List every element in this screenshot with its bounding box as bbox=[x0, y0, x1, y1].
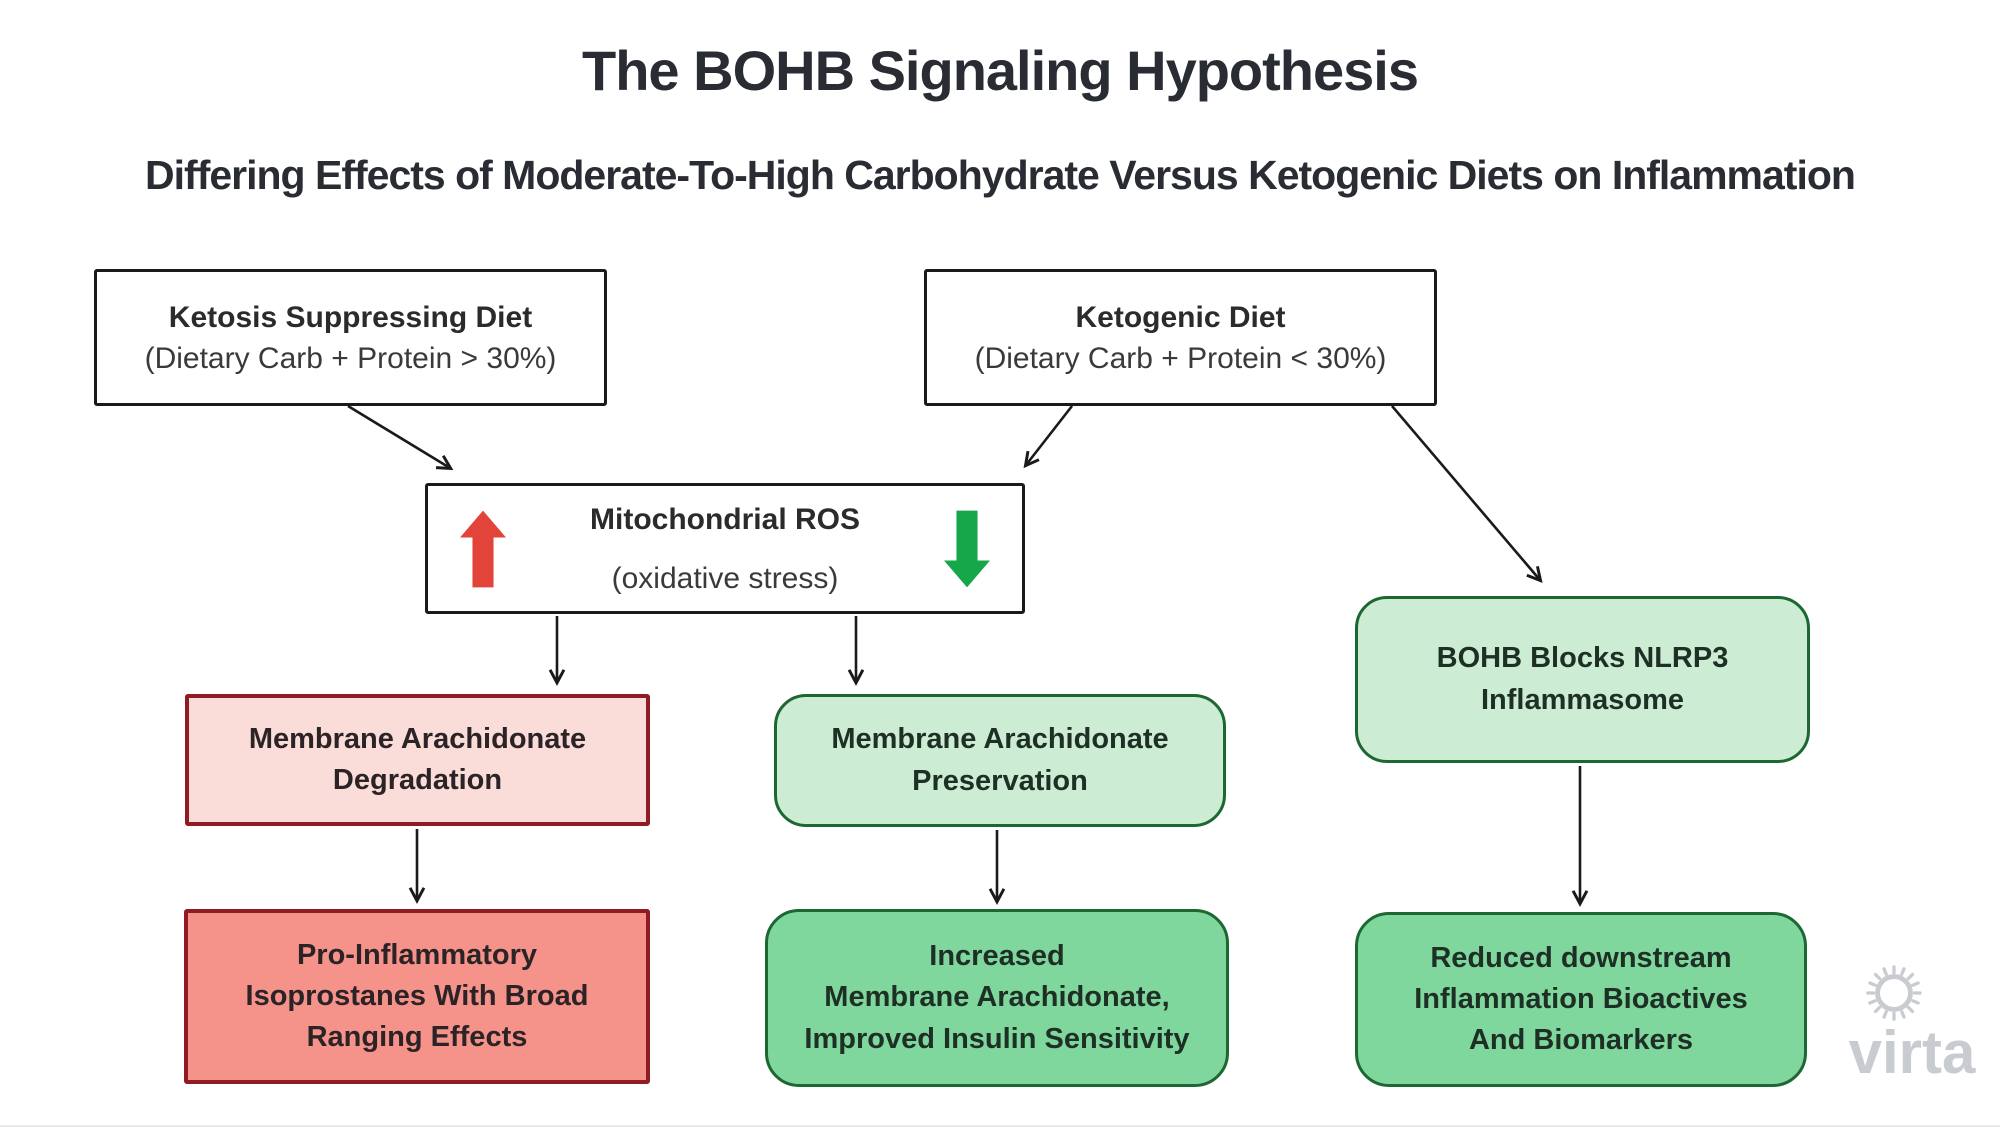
green-down-arrow-icon bbox=[944, 510, 990, 587]
virta-logo: virta bbox=[1832, 960, 1992, 1100]
ketogenic-diet-subtitle: (Dietary Carb + Protein < 30%) bbox=[974, 341, 1387, 375]
node-ketogenic-diet: Ketogenic Diet (Dietary Carb + Protein <… bbox=[924, 269, 1437, 406]
node-membrane-arachidonate-preservation: Membrane Arachidonate Preservation bbox=[774, 694, 1226, 827]
arrow-ketogenic-to-nlrp3 bbox=[1391, 405, 1543, 584]
virta-wordmark: virta bbox=[1848, 1019, 1976, 1086]
virta-sun-icon bbox=[1866, 965, 1922, 1021]
ketogenic-diet-title: Ketogenic Diet bbox=[1075, 300, 1286, 334]
node-bohb-blocks-nlrp3: BOHB Blocks NLRP3 Inflammasome bbox=[1355, 596, 1810, 763]
nlrp3-text: BOHB Blocks NLRP3 Inflammasome bbox=[1436, 642, 1729, 716]
page-title: The BOHB Signaling Hypothesis bbox=[582, 39, 1419, 102]
arrow-ketogenic-to-ros bbox=[1023, 405, 1074, 469]
reduced-text: Reduced downstream Inflammation Bioactiv… bbox=[1414, 941, 1748, 1057]
node-ketosis-suppressing-diet: Ketosis Suppressing Diet (Dietary Carb +… bbox=[94, 269, 607, 406]
increased-text: Increased Membrane Arachidonate, Improve… bbox=[804, 940, 1190, 1055]
red-up-arrow-icon bbox=[460, 510, 506, 587]
node-pro-inflammatory-isoprostanes: Pro-Inflammatory Isoprostanes With Broad… bbox=[184, 909, 650, 1084]
preservation-text: Membrane Arachidonate Preservation bbox=[831, 723, 1169, 797]
ketosis-diet-title: Ketosis Suppressing Diet bbox=[168, 300, 533, 334]
ketosis-diet-subtitle: (Dietary Carb + Protein > 30%) bbox=[144, 341, 557, 375]
degradation-text: Membrane Arachidonate Degradation bbox=[248, 722, 587, 796]
ros-subtitle: (oxidative stress) bbox=[611, 561, 839, 595]
page-subtitle: Differing Effects of Moderate-To-High Ca… bbox=[145, 152, 1856, 198]
node-increased-membrane-arachidonate: Increased Membrane Arachidonate, Improve… bbox=[765, 909, 1229, 1087]
node-mitochondrial-ros: Mitochondrial ROS (oxidative stress) bbox=[425, 483, 1025, 614]
ros-title: Mitochondrial ROS bbox=[590, 502, 860, 536]
ros-text-block: Mitochondrial ROS (oxidative stress) bbox=[590, 482, 860, 616]
node-membrane-arachidonate-degradation: Membrane Arachidonate Degradation bbox=[185, 694, 650, 826]
node-reduced-downstream-inflammation: Reduced downstream Inflammation Bioactiv… bbox=[1355, 912, 1807, 1087]
arrow-ketosis-to-ros bbox=[347, 404, 454, 471]
isoprostanes-text: Pro-Inflammatory Isoprostanes With Broad… bbox=[245, 938, 589, 1054]
